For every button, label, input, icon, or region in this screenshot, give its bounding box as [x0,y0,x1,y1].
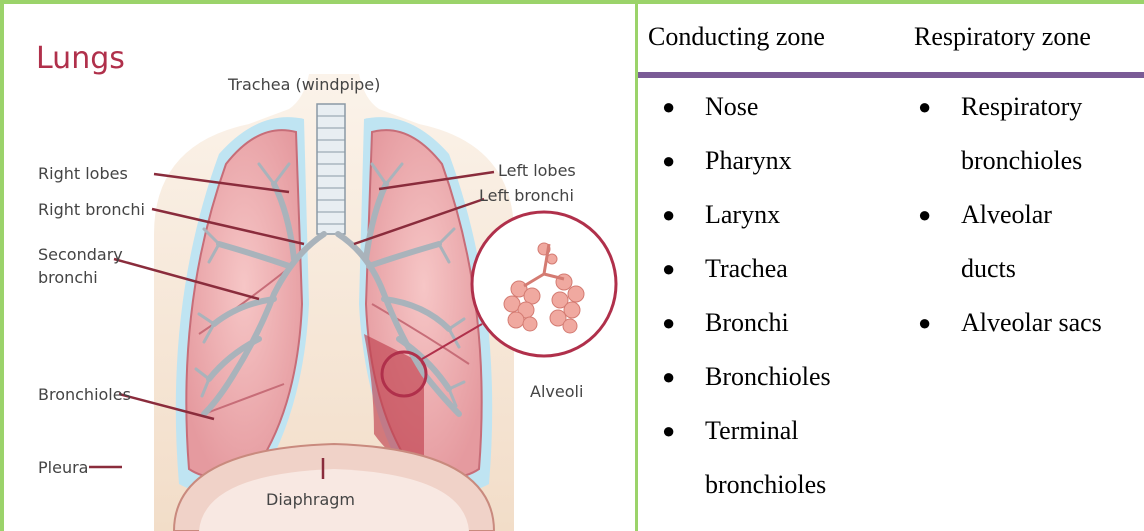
list-item: ●Pharynx [650,134,831,188]
trachea-shape [317,104,345,234]
lungs-diagram: Lungs Trachea (windpipe) Right lobes Lef… [4,4,635,531]
list-item: ●Alveolar sacs [906,296,1102,350]
conducting-zone-list: ●Nose ●Pharynx ●Larynx ●Trachea ●Bronchi… [650,80,831,512]
label-left-lobes: Left lobes [498,161,576,180]
lungs-diagram-cell: Lungs Trachea (windpipe) Right lobes Lef… [0,4,638,531]
header-divider [638,72,1144,78]
list-item: ●Trachea [650,242,831,296]
label-diaphragm: Diaphragm [266,490,355,509]
label-left-bronchi: Left bronchi [479,186,574,205]
label-secondary-bronchi-line2: bronchi [38,268,98,287]
alveoli-callout [472,212,616,356]
label-trachea: Trachea (windpipe) [227,75,380,94]
list-item: ●Bronchi [650,296,831,350]
label-right-bronchi: Right bronchi [38,200,145,219]
header-respiratory-zone: Respiratory zone [914,4,1091,70]
list-item: ●Larynx [650,188,831,242]
list-item: ●Nose [650,80,831,134]
label-bronchioles: Bronchioles [38,385,131,404]
diagram-title: Lungs [36,41,125,76]
label-right-lobes: Right lobes [38,164,128,183]
list-item: ●Bronchioles [650,350,831,404]
header-conducting-zone: Conducting zone [648,4,825,70]
label-pleura: Pleura [38,458,88,477]
label-alveoli: Alveoli [530,382,583,401]
label-secondary-bronchi-line1: Secondary [38,245,123,264]
